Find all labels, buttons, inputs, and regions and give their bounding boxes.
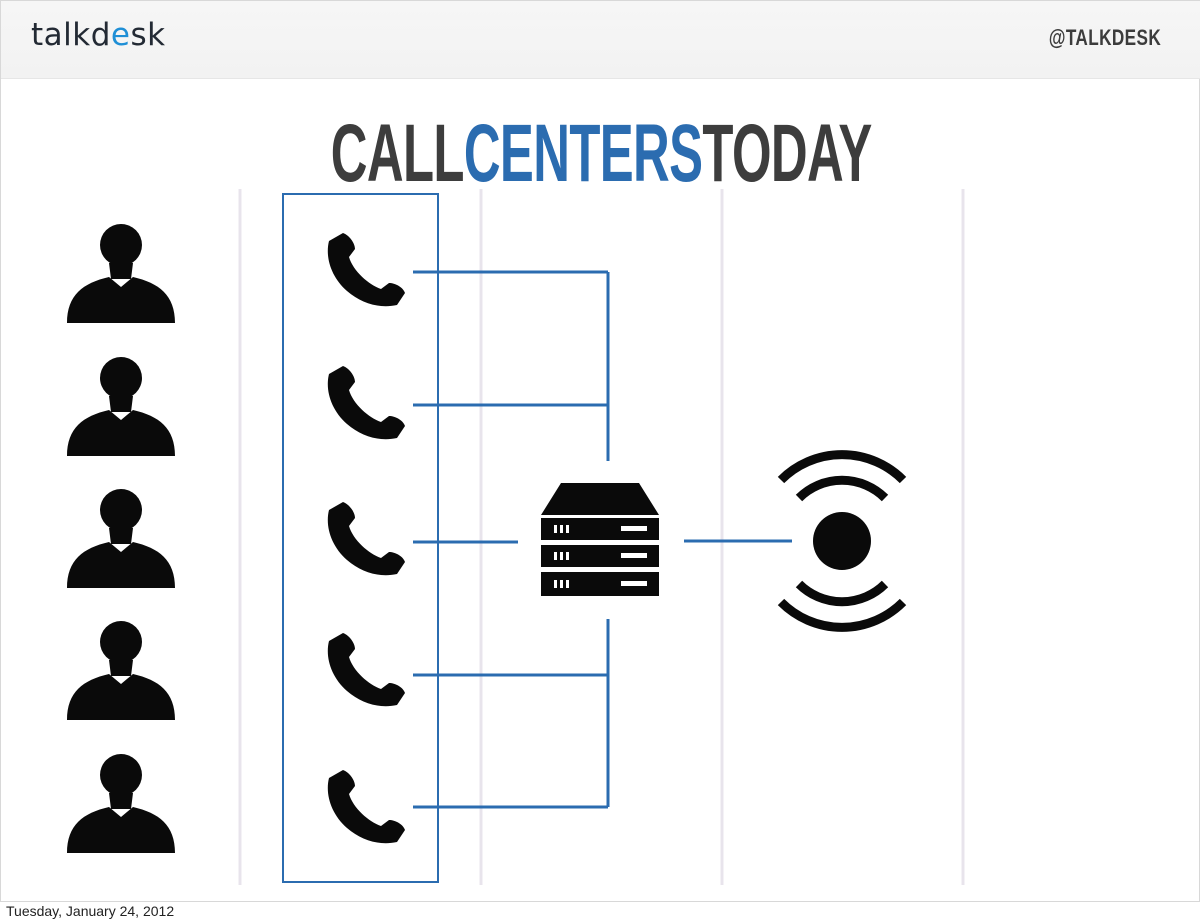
person-icon <box>67 754 175 853</box>
person-icon <box>67 621 175 720</box>
call-center-diagram <box>67 189 965 885</box>
person-icon <box>67 489 175 588</box>
logo-text-start: talkd <box>31 17 111 53</box>
agents-column <box>67 224 175 853</box>
logo-text-accent: e <box>110 17 131 53</box>
person-icon <box>67 357 175 456</box>
server-icon <box>541 483 659 596</box>
slide: talkdesk @TALKDESK CALLCENTERSTODAY <box>0 0 1200 902</box>
phone-icon <box>327 366 405 440</box>
twitter-handle: @TALKDESK <box>1048 25 1161 50</box>
slide-header: talkdesk @TALKDESK <box>1 1 1200 79</box>
column-dividers <box>238 189 965 885</box>
title-centers: CENTERS <box>463 108 703 199</box>
title-today: TODAY <box>702 108 872 199</box>
person-icon <box>67 224 175 323</box>
connection-lines <box>413 270 792 809</box>
phone-icon <box>327 770 405 844</box>
talkdesk-logo: talkdesk <box>31 17 166 53</box>
phones-column <box>327 233 405 844</box>
broadcast-icon <box>777 450 907 632</box>
slide-title: CALLCENTERSTODAY <box>1 109 1200 199</box>
footer-date: Tuesday, January 24, 2012 <box>6 903 175 919</box>
phone-icon <box>327 633 405 707</box>
title-call: CALL <box>330 108 465 199</box>
phone-icon <box>327 502 405 576</box>
phone-icon <box>327 233 405 307</box>
phones-group-box <box>282 193 439 883</box>
logo-text-end: sk <box>130 17 166 53</box>
